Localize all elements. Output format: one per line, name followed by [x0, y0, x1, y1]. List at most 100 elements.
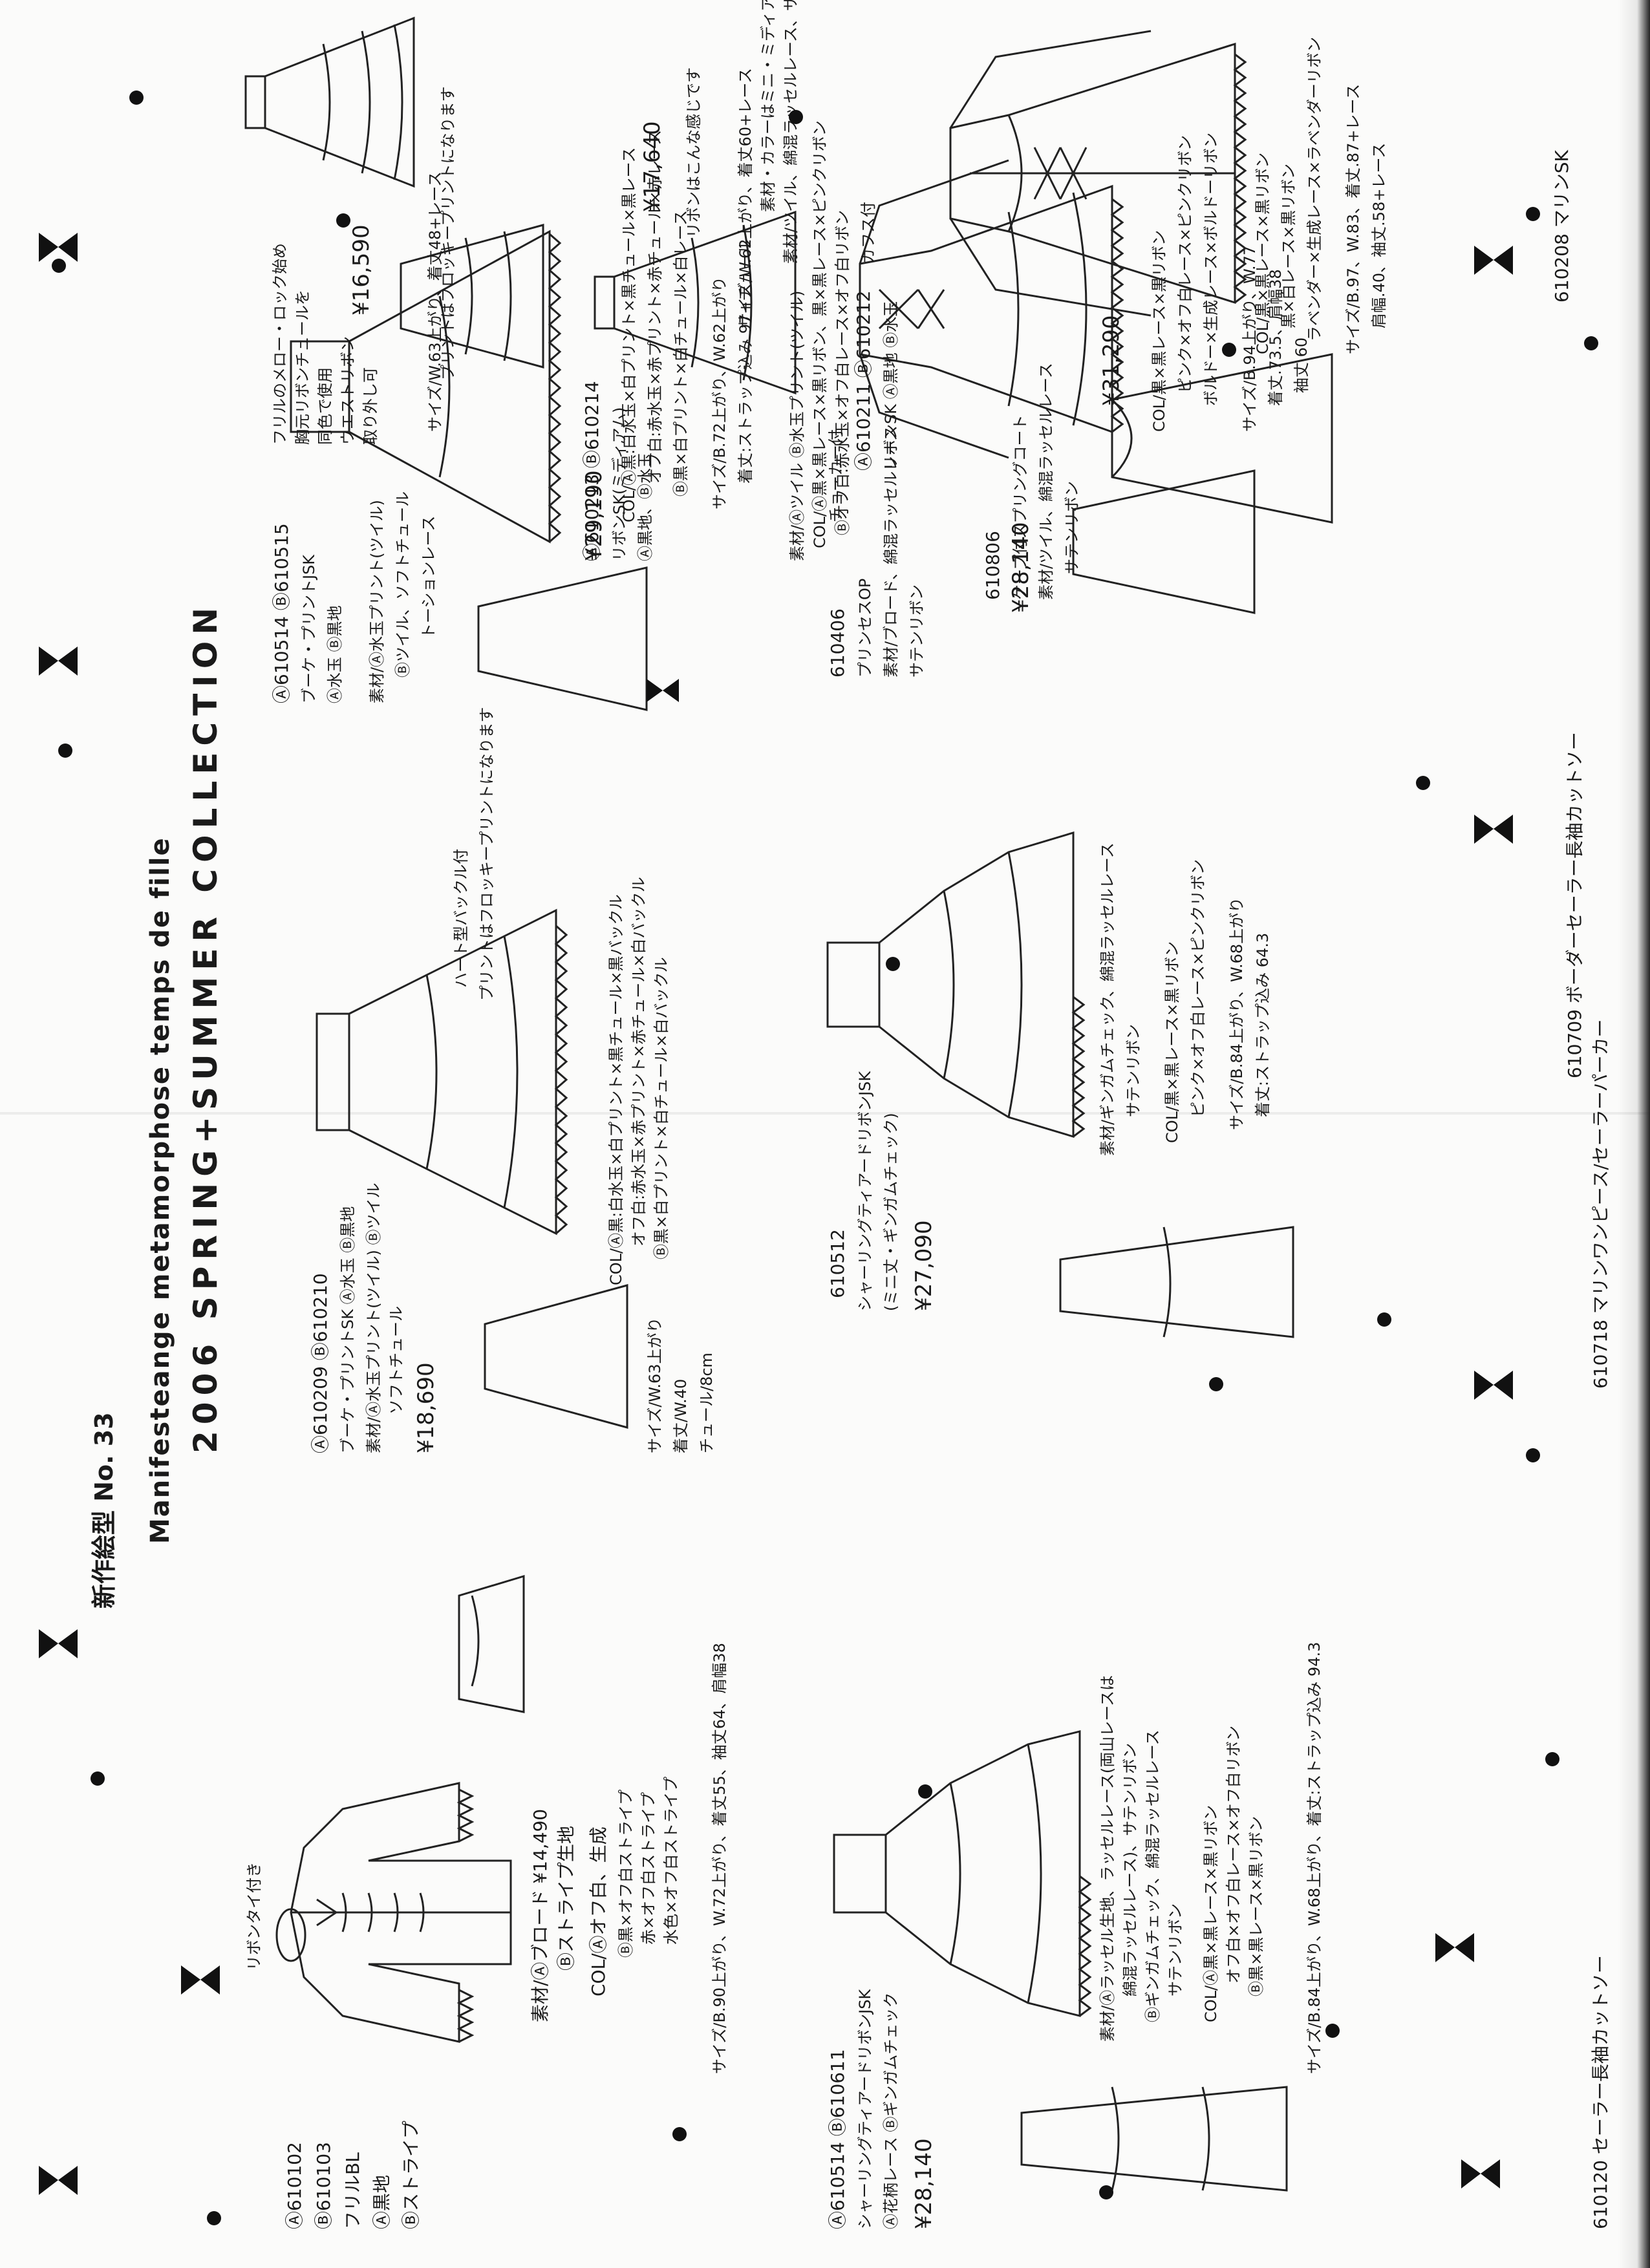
footer-610709: 610709 ボーダーセーラー長袖カットソー — [1564, 732, 1585, 1078]
bouquet-jsk-note-2: 胸元リボンチュールを — [294, 290, 312, 445]
princess-op-material-2: サテンリボン — [908, 584, 926, 678]
coat-back-illustration — [1111, 353, 1333, 524]
shirring-jsk2-material-2: サテンリボン — [1124, 1024, 1142, 1117]
shirring-jsk-side-illustration — [1020, 2086, 1288, 2192]
print-sk-col: COL/Ⓐ黒:白水玉×白プリント×黒チュール×黒バックル — [607, 894, 625, 1285]
bouquet-jsk-material: 素材/Ⓐ水玉プリント(ツイル) — [368, 500, 386, 703]
blouse-col-3: 赤×オフ白ストライプ — [639, 1792, 658, 1945]
blouse-illustration — [275, 1782, 512, 2043]
print-sk-length: 着丈/W.40 — [672, 1378, 690, 1453]
bouquet-jsk-codes: Ⓐ610514 Ⓑ610515 — [271, 523, 292, 703]
blouse-color-a: Ⓐ黒地 — [371, 2174, 392, 2229]
blouse-size: サイズ/B.90上がり、W.72上がり、着丈55、袖丈64、肩幅38 — [711, 1643, 729, 2074]
print-sk-price: ¥18,690 — [413, 1362, 439, 1453]
print-sk-note-flocky: プリントはフロッキープリントになります — [478, 707, 496, 1001]
ribbon-sk-price: ¥16,590 — [348, 224, 374, 316]
polka-dot — [58, 744, 72, 758]
princess-op-name: プリンセスOP — [856, 578, 874, 678]
shirring-jsk-name: シャーリングティアードリボンJSK — [856, 1989, 874, 2229]
brand-line: Manifesteange metamorphose temps de fill… — [145, 837, 175, 1544]
blouse-col-2: Ⓑ黒×オフ白ストライプ — [617, 1789, 635, 1958]
print-sk-codes: Ⓐ610209 Ⓑ610210 — [310, 1273, 331, 1453]
bow-icon — [1474, 246, 1513, 275]
shirring-jsk-col-2: オフ白×オフ白レース×オフ白リボン — [1225, 1725, 1243, 1984]
shirring-jsk-codes: Ⓐ610514 Ⓑ610611 — [827, 2049, 848, 2229]
shirring-jsk-col-3: Ⓑ黒×黒レース×黒リボン — [1247, 1815, 1265, 1996]
print-sk-size: サイズ/W.63上がり — [646, 1317, 664, 1453]
ribbon-sk2-col-2: Ⓑオフ白:赤水玉×オフ白レース×オフ白リボン — [833, 209, 852, 535]
ribbon-sk2-col: COL/Ⓐ黒×黒レース×黒リボン、黒×黒レース×ピンクリボン — [811, 120, 829, 548]
bow-icon — [181, 1965, 220, 1995]
coat-size-2: 肩幅.40、袖丈.58+レース — [1370, 142, 1388, 328]
ribbon-sk2-size: サイズ/W.62上がり、着丈60+レース — [736, 68, 755, 328]
coat-col-3: ラベンダー×生成レース×ラベンダーリボン — [1305, 36, 1323, 341]
bouquet-jsk-material-3: トーションレース — [420, 515, 438, 639]
polka-dot — [1584, 336, 1598, 350]
bouquet-jsk-note-5: 取り外し可 — [361, 367, 380, 445]
bouquet-jsk-back-illustration — [477, 566, 648, 711]
blouse-code-b: Ⓑ610103 — [313, 2142, 334, 2229]
collection-title: 2006 SPRING+SUMMER COLLECTION — [187, 601, 224, 1453]
ribbon-sk2-bubble-1: 素材・カラーはミニ・ミディアム共通です — [759, 0, 777, 212]
shirring-jsk2-name: シャーリングティアードリボンJSK — [856, 1071, 874, 1311]
blouse-back-illustration — [458, 1574, 525, 1713]
polka-dot — [886, 957, 900, 971]
ribbon-sk2-material: 素材/Ⓐツイル Ⓑ水玉プリント(ツイル) — [788, 290, 806, 561]
footer-610718: 610718 マリンワンピース/セーラーパーカー — [1590, 1019, 1611, 1389]
print-sk-material-2: ソフトチュール — [387, 1306, 405, 1415]
print-sk-tulle: チュール/8cm — [698, 1353, 716, 1453]
polka-dot — [207, 2211, 221, 2225]
bouquet-jsk-illustration — [290, 230, 562, 544]
blouse-material-b: Ⓑストライプ生地 — [555, 1825, 577, 1971]
ribbon-sk-side-illustration — [400, 224, 544, 369]
print-sk-col-2: オフ白:赤水玉×赤プリント×赤チュール×白バックル — [630, 877, 648, 1246]
polka-dot — [672, 2127, 687, 2141]
bouquet-jsk-colors: Ⓐ水玉 Ⓑ黒地 — [326, 605, 344, 703]
ribbon-sk-name: リボンSK Ⓐ黒地 Ⓑ水玉 — [882, 301, 900, 471]
polka-dot — [129, 91, 144, 105]
ribbon-sk2-ribbon-note: リボンはこんな感じです — [685, 67, 703, 238]
print-sk-material: 素材/Ⓐ水玉プリント(ツイル) Ⓑツイル — [365, 1182, 383, 1453]
polka-dot — [91, 1771, 105, 1786]
shirring-jsk-material: 素材/Ⓐラッセル生地、ラッセルレース(両山レースは — [1098, 1674, 1117, 2042]
princess-op-illustration — [859, 159, 1124, 459]
blouse-material: 素材/Ⓐブロード ¥14,490 — [530, 1808, 551, 2022]
coat-material: 素材/ツイル、綿混ラッセルレース — [1037, 363, 1055, 600]
polka-dot — [789, 110, 803, 124]
ribbon-sk-size: サイズ/W.63上がり、着丈48+レース — [426, 171, 444, 432]
blouse-col-4: 水色×オフ白ストライプ — [662, 1776, 680, 1945]
shirring-jsk2-length: 着丈:ストラップ込み 64.3 — [1254, 932, 1272, 1117]
ribbon-sk-front-illustration — [244, 16, 415, 188]
print-sk-name: ブーケ・プリントSK Ⓐ水玉 Ⓑ黒地 — [339, 1206, 357, 1453]
bow-icon — [1435, 1933, 1474, 1962]
print-sk-illustration — [316, 908, 568, 1236]
ribbon-sk2-codes: Ⓐ610213 Ⓑ610214 — [581, 381, 603, 561]
blouse-col: COL/Ⓐオフ白、生成 — [588, 1826, 609, 1996]
paper-edge-shadow — [1618, 0, 1650, 2268]
polka-dot — [336, 213, 350, 228]
coat-col-2: 黒×白レース×黒リボン — [1280, 163, 1298, 328]
coat-material-2: サテンリボン — [1063, 481, 1081, 574]
princess-op-cuffs-note: カフス付 — [859, 202, 877, 264]
shirring-jsk-material-2: 綿混ラッセルレース)、サテンリボン — [1121, 1742, 1139, 1996]
shirring-jsk-mini-illustration — [826, 831, 1086, 1139]
shirring-jsk2-code: 610512 — [827, 1229, 848, 1298]
polka-dot — [1222, 343, 1236, 357]
shirring-jsk-material-3: Ⓑギンガムチェック、綿混ラッセルレース — [1144, 1729, 1162, 2022]
ribbon-sk-codes: Ⓐ610211 Ⓑ610212 — [853, 290, 874, 471]
print-sk-note-buckle: ハート型バックル付 — [452, 848, 470, 988]
shirring-jsk2-col-2: ピンク×オフ白レース×ピンクリボン — [1189, 859, 1207, 1117]
polka-dot — [1526, 1448, 1540, 1462]
coat-price: ¥31,290 — [1098, 315, 1124, 406]
bow-icon — [39, 2166, 78, 2195]
ribbon-bow-icon — [647, 679, 679, 702]
bow-icon — [1474, 815, 1513, 844]
ribbon-sk2-price: ¥17,640 — [639, 121, 665, 212]
shirring-jsk-material-4: サテンリボン — [1166, 1903, 1184, 1996]
ribbon-sk2-colors: Ⓐ黒地、Ⓑ水玉 — [636, 453, 654, 561]
bow-icon — [1461, 2159, 1500, 2188]
princess-op-code: 610406 — [827, 608, 848, 678]
coat-code: 610806 — [982, 531, 1003, 600]
